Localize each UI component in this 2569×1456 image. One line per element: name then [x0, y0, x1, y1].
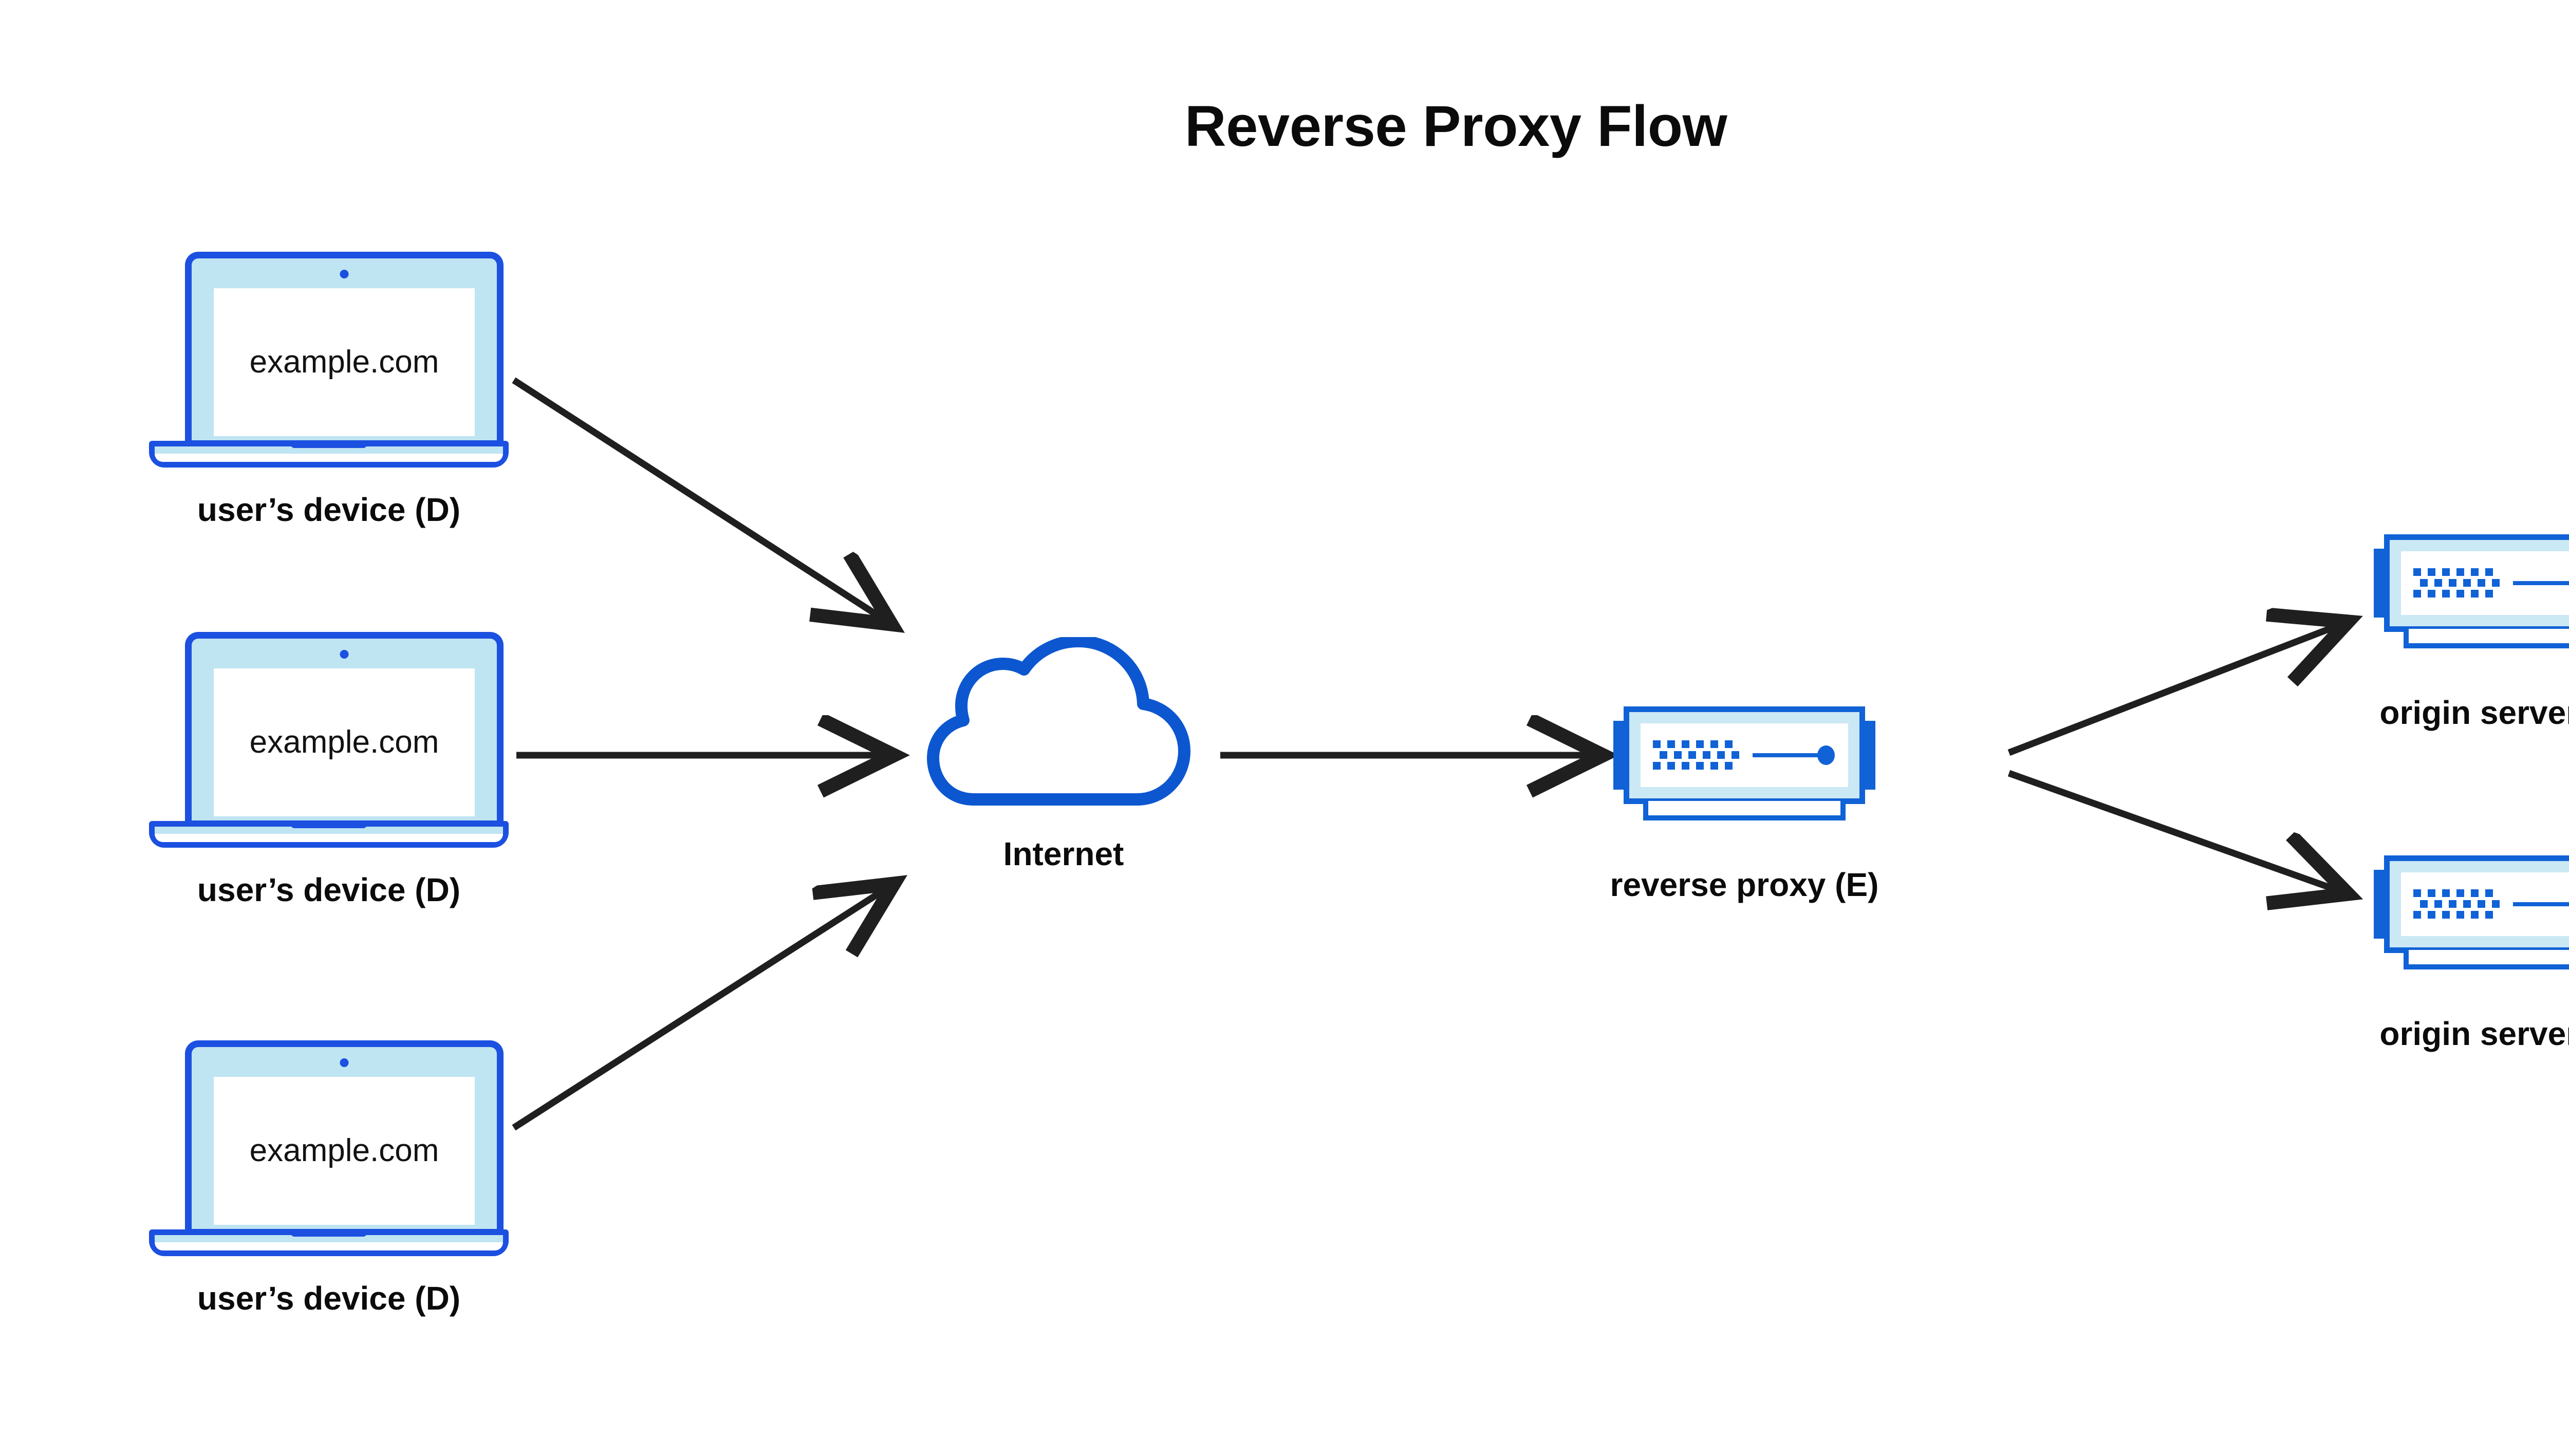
server-body: [2384, 534, 2569, 632]
server-panel: [2401, 551, 2569, 615]
laptop-icon: example.com: [149, 632, 509, 848]
server-body: [1624, 706, 1865, 804]
server-foot: [1643, 801, 1846, 820]
reverse-proxy-label: reverse proxy (E): [1610, 866, 1879, 903]
laptop-icon: example.com: [149, 1040, 509, 1256]
edge-proxy-to-origin-top: [2007, 622, 2348, 756]
server-icon: [2374, 840, 2569, 984]
laptop-lid: example.com: [185, 632, 504, 827]
node-device-middle[interactable]: example.com user’s device (D): [149, 632, 509, 906]
webcam-icon: [340, 1058, 349, 1067]
server-slot-line: [2513, 581, 2569, 585]
laptop-trackpad: [291, 441, 367, 448]
laptop-screen: example.com: [214, 1077, 475, 1225]
laptop-lid: example.com: [185, 1040, 504, 1236]
laptop-base-inner: [155, 834, 503, 842]
laptop-screen: example.com: [214, 668, 475, 816]
node-reverse-proxy[interactable]: reverse proxy (E): [1610, 691, 1878, 901]
server-body: [2384, 855, 2569, 953]
laptop-icon: example.com: [149, 252, 509, 468]
server-icon: [2374, 519, 2569, 663]
laptop-trackpad: [291, 1229, 367, 1237]
screen-url-text: example.com: [249, 1133, 439, 1168]
server-vent-dots: [1653, 740, 1739, 770]
edge-device-bottom-to-internet: [512, 884, 894, 1131]
server-led-icon: [1817, 745, 1835, 765]
screen-url-text: example.com: [249, 724, 439, 760]
webcam-icon: [340, 270, 349, 278]
device-bottom-label: user’s device (D): [197, 1280, 461, 1317]
node-origin-top[interactable]: origin server (F): [2374, 519, 2569, 729]
server-icon: [1613, 691, 1875, 835]
cloud-shape: [927, 635, 1190, 806]
server-foot: [2404, 950, 2569, 969]
screen-url-text: example.com: [249, 344, 439, 380]
server-panel: [1641, 723, 1848, 787]
node-origin-bottom[interactable]: origin server (F): [2374, 840, 2569, 1050]
server-vent-dots: [2413, 889, 2500, 919]
node-device-top[interactable]: example.com user’s device (D): [149, 252, 509, 526]
edge-proxy-to-origin-bottom: [2007, 770, 2348, 894]
device-top-label: user’s device (D): [197, 491, 461, 528]
laptop-lid: example.com: [185, 252, 504, 447]
webcam-icon: [340, 650, 349, 659]
node-internet[interactable]: Internet: [925, 635, 1202, 870]
laptop-base-inner: [155, 1242, 503, 1250]
laptop-base-inner: [155, 454, 503, 462]
internet-label: Internet: [1003, 835, 1124, 872]
origin-bottom-label: origin server (F): [2379, 1015, 2569, 1052]
page-title: Reverse Proxy Flow: [1184, 94, 1727, 158]
server-panel: [2401, 872, 2569, 936]
node-device-bottom[interactable]: example.com user’s device (D): [149, 1040, 509, 1315]
server-slot-line: [1753, 753, 1819, 757]
laptop-trackpad: [291, 821, 367, 828]
server-foot: [2404, 629, 2569, 648]
server-vent-dots: [2413, 568, 2500, 598]
edge-device-top-to-internet: [512, 377, 891, 624]
cloud-icon: [925, 635, 1202, 812]
server-slot-line: [2513, 902, 2569, 906]
origin-top-label: origin server (F): [2379, 694, 2569, 731]
device-middle-label: user’s device (D): [197, 871, 461, 908]
laptop-screen: example.com: [214, 288, 475, 436]
